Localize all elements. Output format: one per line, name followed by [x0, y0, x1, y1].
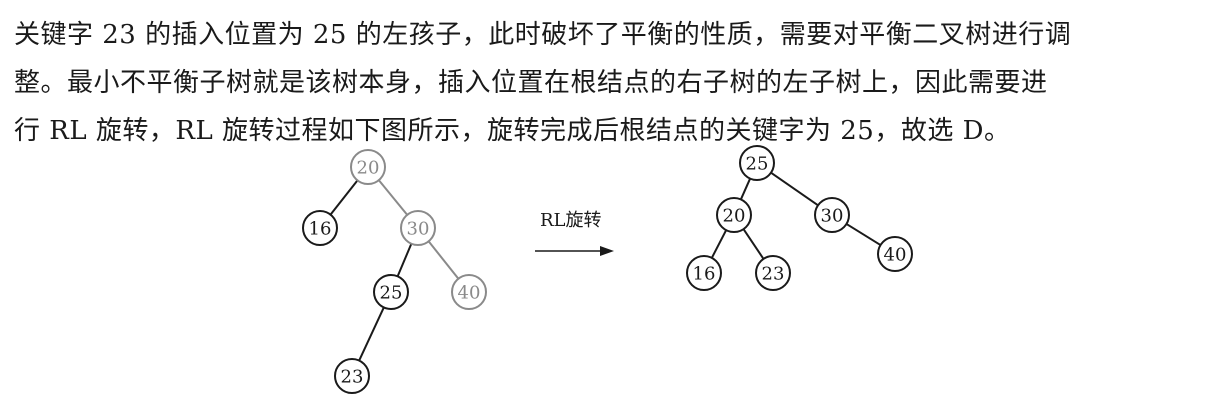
tree-edge	[378, 179, 408, 216]
tree-edge	[427, 240, 460, 280]
node-circle	[814, 197, 850, 233]
node-circle	[686, 255, 722, 291]
node-circle	[373, 274, 409, 310]
node-circle	[302, 210, 338, 246]
rotation-label: RL旋转	[540, 210, 602, 231]
node-circle	[451, 274, 487, 310]
tree-edge	[845, 223, 882, 246]
node-label: 40	[884, 245, 907, 266]
tree-edge	[742, 228, 765, 260]
tree-node-23: 23	[755, 255, 791, 291]
tree-node-16: 16	[302, 210, 338, 246]
tree-edge	[739, 178, 752, 200]
text-line-2: 整。最小不平衡子树就是该树本身，插入位置在根结点的右子树的左子树上，因此需要进	[14, 68, 1048, 98]
arrow-head-icon	[600, 246, 614, 256]
node-label: 20	[357, 158, 380, 179]
node-label: 16	[693, 264, 716, 285]
tree-node-40: 40	[451, 274, 487, 310]
tree-node-25: 25	[373, 274, 409, 310]
node-label: 23	[341, 367, 364, 388]
node-label: 40	[458, 283, 481, 304]
node-circle	[334, 358, 370, 394]
tree-edge	[358, 306, 385, 362]
tree-before-rotation: 20 16 30 25 40 23	[302, 149, 487, 394]
tree-node-40: 40	[877, 236, 913, 272]
tree-node-23: 23	[334, 358, 370, 394]
tree-node-30: 30	[814, 197, 850, 233]
node-label: 30	[407, 219, 430, 240]
text-line-1: 关键字 23 的插入位置为 25 的左孩子，此时破坏了平衡的性质，需要对平衡二叉…	[14, 20, 1072, 50]
node-circle	[755, 255, 791, 291]
tree-edge	[329, 179, 359, 216]
rotation-arrow: RL旋转	[535, 210, 614, 256]
node-label: 25	[380, 283, 403, 304]
node-label: 25	[746, 154, 769, 175]
tree-edge	[710, 229, 728, 259]
node-circle	[400, 210, 436, 246]
text-line-3: 行 RL 旋转，RL 旋转过程如下图所示，旋转完成后根结点的关键字为 25，故选…	[14, 116, 1011, 146]
node-label: 23	[762, 264, 785, 285]
node-label: 20	[723, 206, 746, 227]
tree-node-30: 30	[400, 210, 436, 246]
tree-node-16: 16	[686, 255, 722, 291]
tree-node-25: 25	[739, 145, 775, 181]
node-circle	[739, 145, 775, 181]
tree-node-20: 20	[716, 197, 752, 233]
tree-after-rotation: 25 20 30 16 23 40	[686, 145, 913, 291]
tree-node-20: 20	[350, 149, 386, 185]
node-circle	[877, 236, 913, 272]
node-circle	[350, 149, 386, 185]
tree-edge	[770, 171, 819, 207]
node-label: 16	[309, 219, 332, 240]
tree-edge	[396, 243, 413, 277]
node-circle	[716, 197, 752, 233]
node-label: 30	[821, 206, 844, 227]
